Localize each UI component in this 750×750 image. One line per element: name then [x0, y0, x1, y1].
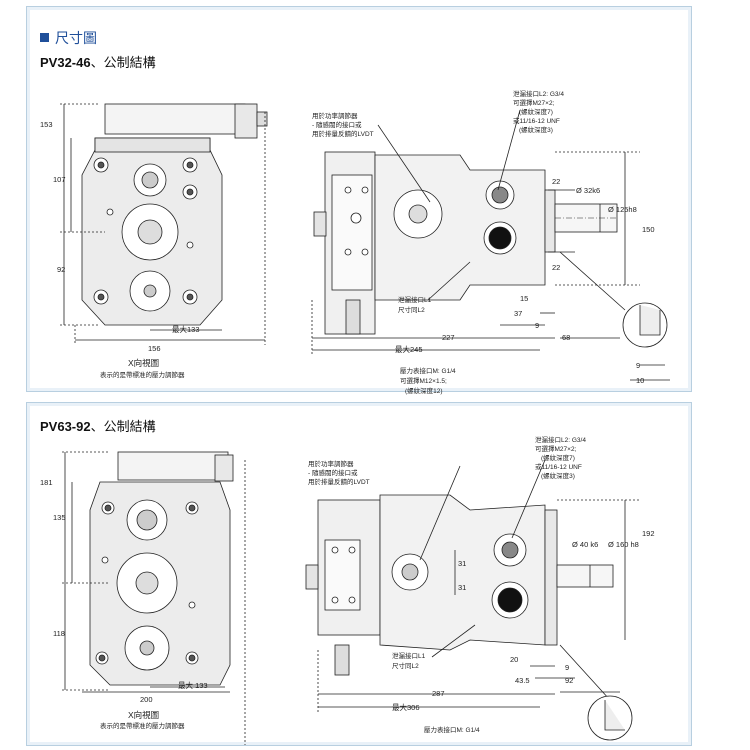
dim-118: 118 [53, 629, 65, 638]
dim-pilot-dia: Ø 160 h8 [608, 540, 639, 549]
gauge-note-line: 壓力表接口M: G1/4 [400, 366, 456, 375]
dim-68: 68 [562, 333, 570, 342]
port-note-line: (螺紋深度3) [541, 471, 575, 480]
x-view-label: X向視圖 [128, 710, 159, 720]
port-note-line: 泄漏接口L2: G3/4 [513, 89, 564, 98]
dim-9: 9 [565, 663, 569, 672]
header-title: 尺寸圖 [55, 30, 97, 46]
dim-max306: 最大306 [392, 702, 420, 712]
x-view-note: 表示的是帶標准的壓力調節器 [100, 721, 185, 730]
regulator-note-line: 用於功率調節器 [312, 111, 358, 120]
dim-15: 15 [520, 294, 528, 303]
dim-shaft-dia: Ø 40 k6 [572, 540, 598, 549]
dim-max133: 最大133 [172, 324, 200, 334]
model-title-pv63: PV63-92、公制結構 [40, 416, 156, 435]
dim-max245: 最大245 [395, 344, 423, 354]
x-view-pv32 [60, 103, 268, 345]
regulator-note-line: 用於排量反饋的LVDT [308, 477, 370, 486]
side-view-pv63 [305, 459, 640, 741]
dim-181: 181 [40, 478, 53, 487]
x-view-pv63 [62, 451, 246, 745]
dim-pilot-dia: Ø 125h8 [608, 205, 637, 214]
dim-192: 192 [642, 529, 655, 538]
leak-note-line: 泄漏接口L1 [398, 295, 432, 304]
model-name: PV63-92 [40, 419, 91, 434]
gauge-note-line: (螺紋深度12) [405, 386, 443, 395]
port-note-line: 可選擇M27×2; [513, 98, 555, 107]
port-note-line: 泄漏接口L2: G3/4 [535, 435, 586, 444]
dim-shaft-dia: Ø 32k6 [576, 186, 600, 195]
regulator-note-line: 用於功率調節器 [308, 459, 354, 468]
dimension-header: 尺寸圖 [40, 28, 97, 48]
x-view-note: 表示的是帶標准的壓力調節器 [100, 370, 185, 379]
dim-153: 153 [40, 120, 53, 129]
port-note-line: (螺紋深度3) [519, 125, 553, 134]
dim-156: 156 [148, 344, 161, 353]
dim-287: 287 [432, 689, 445, 698]
pv63-drawing: 181 135 118 200 最大 133 X向視圖 表示的是帶標准的壓力調節… [40, 435, 655, 745]
dim-200: 200 [140, 695, 153, 704]
model-name: PV32-46 [40, 55, 91, 70]
model-title-pv32: PV32-46、公制結構 [40, 52, 156, 71]
dim-10-detail: 10 [636, 376, 644, 385]
gauge-note-line: 可選擇M12×1.5; [400, 376, 447, 385]
leak-note-line: 尺寸同L2 [392, 661, 419, 670]
square-bullet-icon [40, 33, 49, 42]
dim-37: 37 [514, 309, 522, 318]
dim-9-detail: 9 [636, 361, 640, 370]
dim-9: 9 [535, 321, 539, 330]
dim-max133: 最大 133 [178, 680, 208, 690]
side-view-pv32 [311, 109, 670, 381]
dim-135: 135 [53, 513, 66, 522]
pv32-drawing: 153 107 92 156 最大133 X向視圖 表示的是帶標准的壓力調節器 … [40, 89, 670, 395]
dim-107: 107 [53, 175, 66, 184]
leak-note-line: 尺寸同L2 [398, 305, 425, 314]
port-note-line: 或11/16-12 UNF [535, 462, 582, 471]
port-note-line: (螺紋深度7) [519, 107, 553, 116]
model-suffix: 、公制結構 [90, 55, 156, 70]
model-suffix: 、公制結構 [90, 419, 156, 434]
dim-92: 92 [57, 265, 65, 274]
port-note-line: (螺紋深度7) [541, 453, 575, 462]
dim-22-top: 22 [552, 177, 560, 186]
regulator-note-line: - 隨感閥的接口或 [312, 120, 362, 129]
regulator-note-line: 用於排量反饋的LVDT [312, 129, 374, 138]
port-note-line: 或11/16-12 UNF [513, 116, 560, 125]
dim-22-bottom: 22 [552, 263, 560, 272]
port-note-line: 可選擇M27×2; [535, 444, 577, 453]
dim-92: 92 [565, 676, 573, 685]
dim-31-bottom: 31 [458, 583, 466, 592]
dim-31-top: 31 [458, 559, 466, 568]
gauge-note-line: 壓力表接口M: G1/4 [424, 725, 480, 734]
dim-150: 150 [642, 225, 655, 234]
leak-note-line: 泄漏接口L1 [392, 651, 426, 660]
dim-43-5: 43.5 [515, 676, 530, 685]
regulator-note-line: - 隨感閥的接口或 [308, 468, 358, 477]
x-view-label: X向視圖 [128, 358, 159, 368]
dim-20: 20 [510, 655, 518, 664]
dim-227: 227 [442, 333, 455, 342]
